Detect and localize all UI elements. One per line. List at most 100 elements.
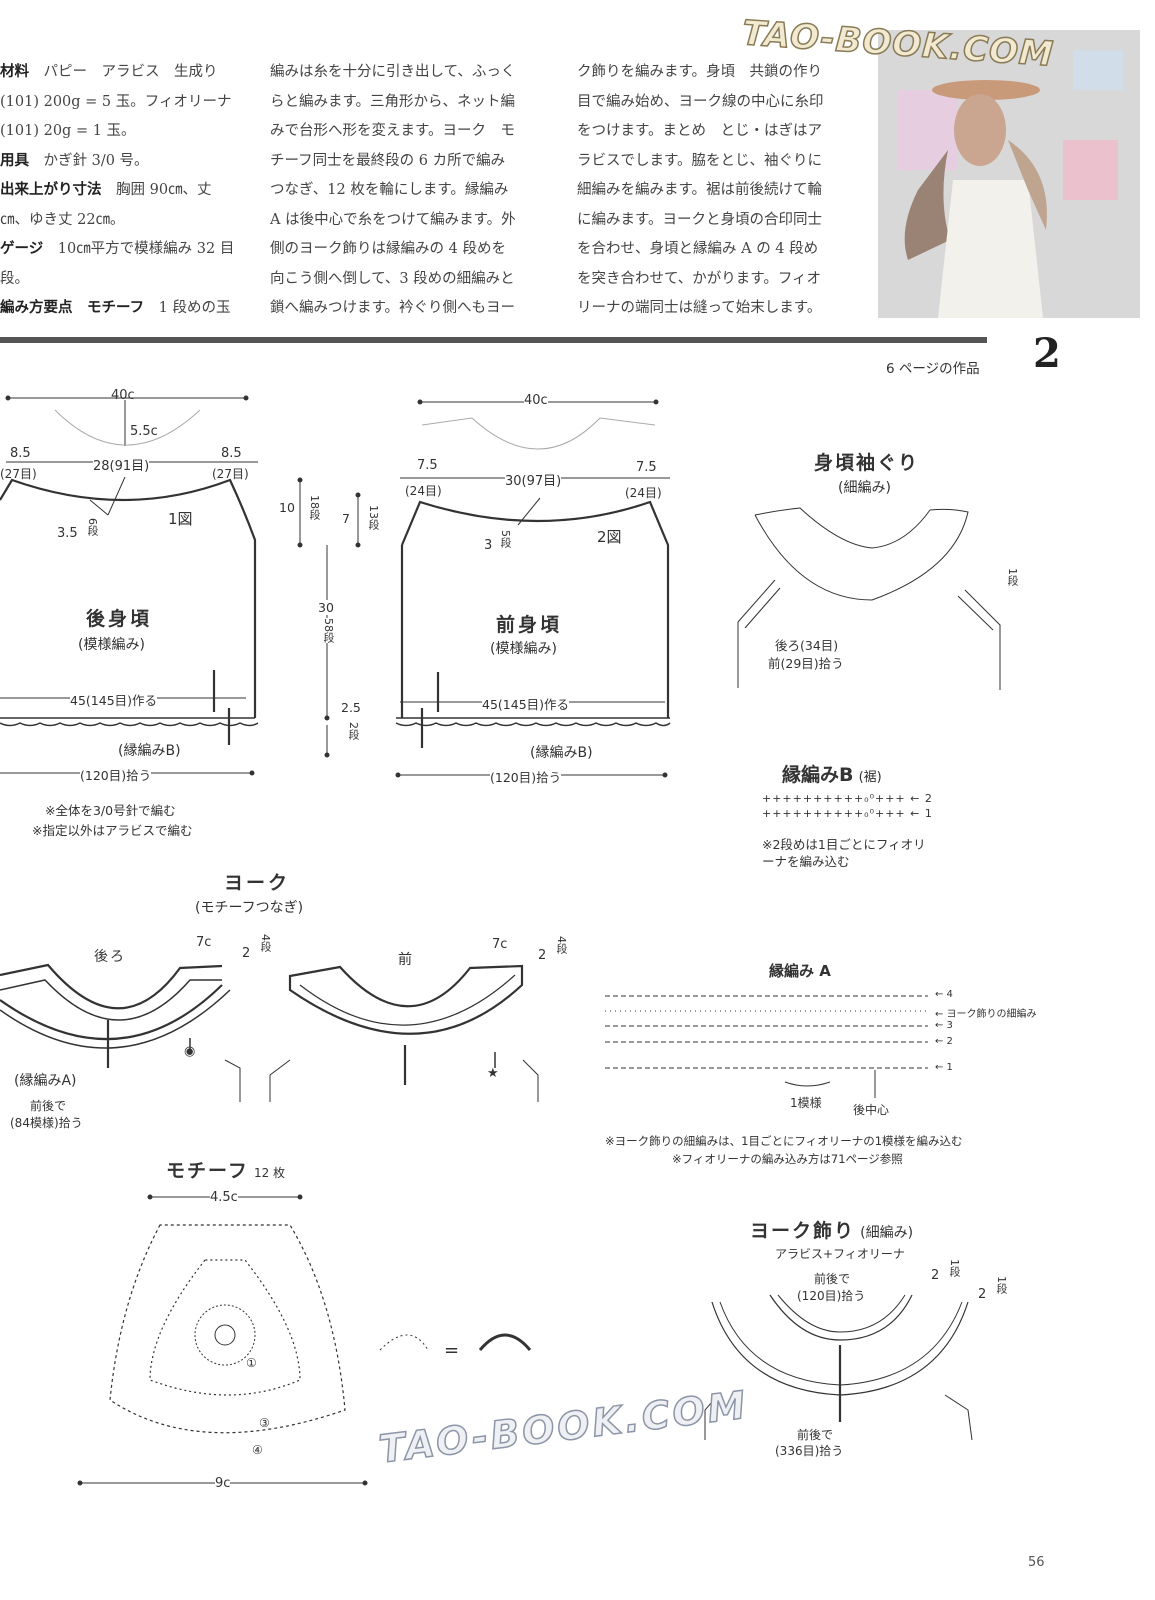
back-shoulder-right-label: 8.5 <box>221 446 242 461</box>
back-shoulder-left-label: 8.5 <box>10 446 31 461</box>
border-a-row-4: ← 4 <box>935 989 953 1000</box>
motif-width-bottom: 9c <box>215 1476 231 1491</box>
motif-round-4: ④ <box>252 1443 263 1457</box>
line: ゲージ 10㎝平方で模様編み 32 目 <box>0 241 235 257</box>
yoke-title: ヨーク <box>224 872 291 894</box>
line: ㎝、ゆき丈 22㎝。 <box>0 211 125 228</box>
yoke-pickup-2: (84模様)拾う <box>10 1116 83 1130</box>
motif-round-1: ① <box>246 1356 257 1370</box>
model-photo <box>878 30 1140 318</box>
yoke-back-label: 後ろ <box>94 949 126 965</box>
instructions-column-3: ク飾りを編みます。身頃 共鎖の作り目で編み始め、ヨーク線の中心に糸印をつけます。… <box>577 64 824 316</box>
yoke-deco-rows-b-unit: 1段 <box>995 1276 1008 1294</box>
back-figure-number: 1図 <box>168 510 193 528</box>
back-border-label: (縁編みB) <box>118 743 181 759</box>
armhole-rows: 1段 <box>1006 568 1019 586</box>
border-b-row-1: ++++++++++₀⁰+++ ← 1 <box>762 807 933 820</box>
back-body-title: 後身頃 <box>86 608 153 630</box>
front-body-stitch: (模様編み) <box>490 641 557 657</box>
armhole-pickup-back: 後ろ(34目) <box>775 638 839 653</box>
yoke-front-mark: ★ <box>487 1066 499 1081</box>
instructions-column-2: 編みは糸を十分に引き出して、ふっくらと編みます。三角形から、ネット編みで台形へ形… <box>270 64 516 316</box>
page-reference: 6 ページの作品 <box>886 361 980 377</box>
armhole-title: 身頃袖ぐり <box>814 452 920 474</box>
yoke-back-mark: ◉ <box>184 1044 196 1059</box>
yoke-deco-yarn: アラビス+フィオリーナ <box>775 1247 905 1261</box>
yoke-deco-inner-2: (120目)拾う <box>797 1289 866 1303</box>
yoke-subtitle: (モチーフつなぎ) <box>195 900 304 916</box>
measure-d-rows: 2段 <box>347 722 360 740</box>
front-shoulder-right-label: 7.5 <box>636 460 657 475</box>
border-a-row-1: ← 1 <box>935 1062 953 1073</box>
chain-equals-sign: = <box>444 1340 460 1361</box>
yoke-width-left: 7c <box>196 935 212 950</box>
motif-width-top: 4.5c <box>210 1190 238 1205</box>
measure-a: 10 <box>279 500 295 515</box>
back-neck-width-label: 28(91目) <box>93 455 150 474</box>
line: 材料 パピー アラビス 生成り <box>0 64 218 80</box>
header-divider <box>0 337 987 343</box>
border-b-note-2: ーナを編み込む <box>762 854 850 869</box>
back-body-stitch: (模様編み) <box>78 637 145 653</box>
motif-title: モチーフ 12 枚 <box>166 1160 286 1182</box>
front-figure-number: 2図 <box>597 528 622 546</box>
yoke-pickup-1: 前後で <box>30 1099 67 1113</box>
border-a-title: 縁編み A <box>769 962 831 980</box>
front-body-title: 前身頃 <box>496 614 563 636</box>
back-curve-label: 3.5 <box>57 526 78 541</box>
line: 用具 かぎ針 3/0 号。 <box>0 152 149 169</box>
front-shoulder-left-label: 7.5 <box>417 458 438 473</box>
yoke-deco-rows-a: 2 <box>931 1268 940 1283</box>
yoke-rows-left: 2 <box>242 946 251 961</box>
back-shoulder-right-rows: (27目) <box>212 467 249 481</box>
front-cast-on-label: 45(145目)作る <box>482 694 570 713</box>
border-a-note-2: ※フィオリーナの編み込み方は71ページ参照 <box>672 1152 903 1166</box>
border-a-note-1: ※ヨーク飾りの細編みは、1目ごとにフィオリーナの1模様を編み込む <box>605 1134 963 1148</box>
yoke-rows-right-unit: 4段 <box>555 936 568 954</box>
yoke-border-label: (縁編みA) <box>14 1073 77 1089</box>
measure-c-rows: 58段 <box>320 618 336 643</box>
yoke-width-right: 7c <box>492 937 508 952</box>
yoke-deco-rows-a-unit: 1段 <box>948 1259 961 1277</box>
front-curve-rows: 5段 <box>499 530 512 548</box>
front-shoulder-left-rows: (24目) <box>405 484 442 498</box>
front-curve-label: 3 <box>484 538 493 553</box>
front-width-label: 40c <box>524 393 548 408</box>
front-neck-width-label: 30(97目) <box>505 470 562 489</box>
measure-a-rows: 18段 <box>308 495 321 520</box>
back-curve-rows: 6段 <box>86 518 99 536</box>
page-number: 56 <box>1028 1555 1045 1570</box>
line: 段。 <box>0 270 29 287</box>
measure-b: 7 <box>342 511 350 526</box>
measure-b-rows: 13段 <box>367 505 380 530</box>
front-shoulder-right-rows: (24目) <box>625 486 662 500</box>
back-width-label: 40c <box>111 388 135 403</box>
border-b-title: 縁編みB (裾) <box>782 764 882 786</box>
front-pickup-label: (120目)拾う <box>490 767 562 786</box>
yoke-rows-left-unit: 4段 <box>259 934 272 952</box>
yoke-deco-title: ヨーク飾り (細編み) <box>750 1220 914 1242</box>
back-cast-on-label: 45(145目)作る <box>70 690 158 709</box>
line: (101) 200g = 5 玉。フィオリーナ <box>0 93 232 110</box>
border-a-repeat: 1模様 <box>790 1096 822 1110</box>
note-needle: ※全体を3/0号針で編む <box>45 803 176 818</box>
yoke-front-label: 前 <box>398 952 412 968</box>
pattern-number: 2 <box>1033 330 1061 377</box>
border-b-row-2: ++++++++++₀⁰+++ ← 2 <box>762 792 933 805</box>
border-a-center: 後中心 <box>853 1103 890 1117</box>
line: 出来上がり寸法 胸囲 90㎝、丈 <box>0 182 212 198</box>
measure-d: 2.5 <box>341 700 361 715</box>
yoke-rows-right: 2 <box>538 948 547 963</box>
line: 編み方要点 モチーフ 1 段めの玉 <box>0 300 231 316</box>
yoke-deco-rows-b: 2 <box>978 1287 987 1302</box>
yoke-deco-outer-1: 前後で <box>797 1428 834 1442</box>
yoke-deco-outer-2: (336目)拾う <box>775 1444 844 1458</box>
measure-c: 30 <box>318 600 334 615</box>
border-a-row-2: ← 2 <box>935 1036 953 1047</box>
note-yarn: ※指定以外はアラビスで編む <box>32 823 193 838</box>
armhole-stitch: (細編み) <box>838 480 891 496</box>
materials-column: 材料 パピー アラビス 生成り (101) 200g = 5 玉。フィオリーナ … <box>0 58 234 324</box>
border-b-note-1: ※2段めは1目ごとにフィオリ <box>762 837 926 852</box>
front-border-label: (縁編みB) <box>530 745 593 761</box>
